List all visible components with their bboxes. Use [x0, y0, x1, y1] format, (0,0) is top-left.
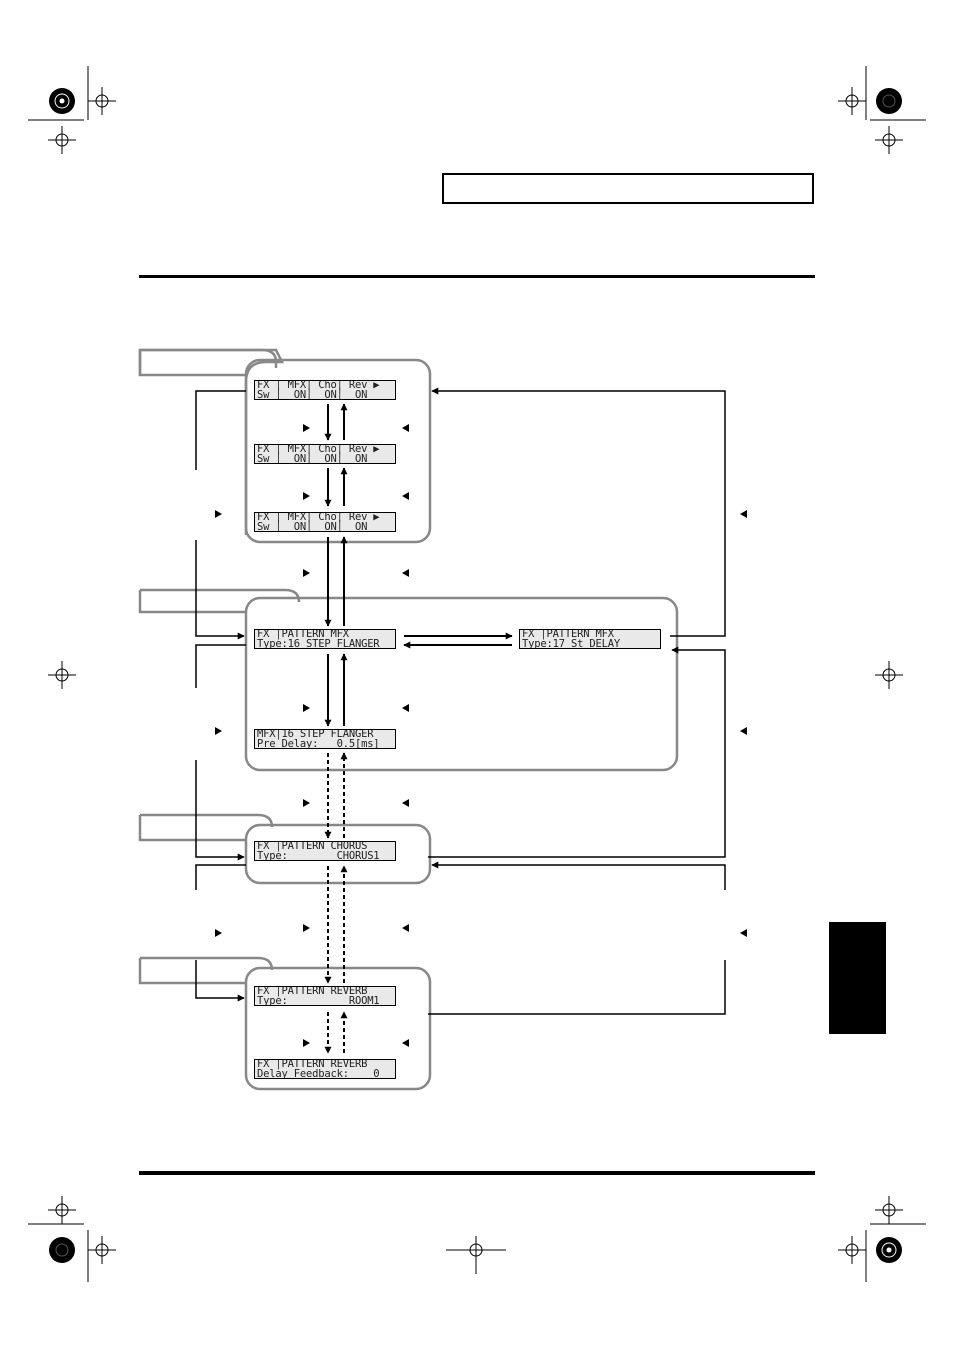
nav-arrows	[324, 403, 513, 727]
right-triangle-icon	[215, 424, 310, 1047]
lcd-chorus: FX │PATTERN CHORUS Type: CHORUS1	[254, 841, 396, 861]
side-index-tab	[829, 922, 886, 1034]
panel-switch-body	[244, 358, 432, 544]
lcd-mfx-type-17: FX │PATTERN MFX Type:17 St DELAY	[519, 629, 661, 649]
lcd-line: Delay Feedback: 0	[257, 1067, 380, 1079]
lcd-line: MFX│16 STEP FLANGER	[257, 729, 374, 740]
lcd-line: FX │ MFX│ Cho│ Rev ▶	[257, 444, 380, 455]
panel-reverb-body	[244, 966, 432, 1091]
lcd-line: FX │PATTERN REVERB	[257, 1059, 368, 1070]
lcd-switch-1: FX │ MFX│ Cho│ Rev ▶ Sw │ ON│ ON│ ON	[254, 380, 396, 400]
tab-chorus	[138, 813, 274, 842]
bottom-rule	[139, 1171, 815, 1175]
lcd-line: Type: ROOM1	[257, 994, 380, 1006]
tab-mfx	[138, 588, 301, 614]
lcd-line: Type:17 St DELAY	[522, 637, 620, 649]
lcd-line: Sw │ ON│ ON│ ON	[257, 520, 368, 532]
lcd-line: Pre Delay: 0.5[ms]	[257, 737, 380, 749]
tab-reverb	[138, 956, 274, 985]
left-triangle-icon	[402, 424, 747, 1047]
lcd-reverb: FX │PATTERN REVERB Type: ROOM1	[254, 986, 396, 1006]
lcd-line: Type: CHORUS1	[257, 849, 380, 861]
corner-target-icon	[49, 88, 902, 1263]
lcd-line: FX │PATTERN CHORUS	[257, 841, 368, 852]
header-box	[442, 173, 814, 204]
top-rule	[139, 275, 815, 278]
lcd-line: FX │PATTERN MFX	[257, 629, 349, 640]
lcd-line: Sw │ ON│ ON│ ON	[257, 452, 368, 464]
tab-switch	[138, 348, 278, 376]
lcd-mfx-param: MFX│16 STEP FLANGER Pre Delay: 0.5[ms]	[254, 729, 396, 749]
panel-mfx-body	[244, 596, 679, 772]
lcd-line: FX │ MFX│ Cho│ Rev ▶	[257, 512, 380, 523]
lcd-line: FX │ MFX│ Cho│ Rev ▶	[257, 380, 380, 391]
crop-marks	[28, 66, 926, 1282]
panel-switch	[138, 348, 285, 535]
lcd-mfx-type: FX │PATTERN MFX Type:16 STEP FLANGER	[254, 629, 396, 649]
lcd-line: Sw │ ON│ ON│ ON	[257, 388, 368, 400]
dashed-arrows	[324, 752, 348, 1054]
right-routes	[428, 387, 726, 1015]
lcd-line: FX │PATTERN REVERB	[257, 986, 368, 997]
lcd-switch-3: FX │ MFX│ Cho│ Rev ▶ Sw │ ON│ ON│ ON	[254, 512, 396, 532]
lcd-line: Type:16 STEP FLANGER	[257, 637, 380, 649]
group-panels	[138, 348, 679, 1091]
left-routes	[195, 390, 246, 1002]
lcd-switch-2: FX │ MFX│ Cho│ Rev ▶ Sw │ ON│ ON│ ON	[254, 444, 396, 464]
lcd-line: FX │PATTERN MFX	[522, 629, 614, 640]
panel-chorus-body	[244, 823, 432, 885]
lcd-reverb-param: FX │PATTERN REVERB Delay Feedback: 0	[254, 1059, 396, 1079]
registration-mark-icon	[48, 87, 903, 1274]
